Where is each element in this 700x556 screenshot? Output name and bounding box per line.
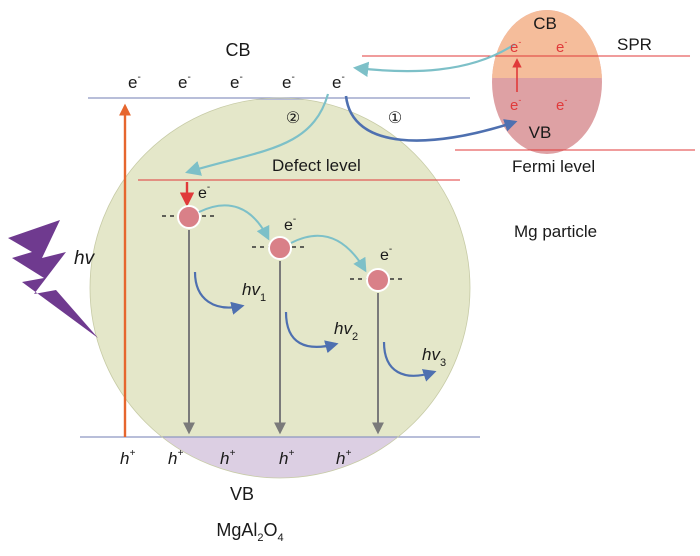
cb-label: CB <box>225 40 250 60</box>
emission-arrow-2 <box>284 311 339 354</box>
hop-arrow-1 <box>198 204 270 241</box>
cb-electron: e- <box>178 72 191 92</box>
vb-holes: h+ h+ h+ h+ h+ <box>120 448 351 468</box>
path-2-arrow <box>185 93 330 176</box>
cb-electron: e- <box>230 72 243 92</box>
spr-label: SPR <box>617 35 652 54</box>
material-label: MgAl2O4 <box>216 520 283 544</box>
excitation-hv-label: hv <box>74 248 96 269</box>
defect-electron: e- <box>198 182 210 202</box>
particle-cb-electron: e- <box>510 37 521 56</box>
path-1-arrow <box>344 95 518 142</box>
trapped-electron-dot <box>268 236 292 260</box>
defect-state-3: e- <box>350 244 404 292</box>
cb-electrons: e- e- e- e- e- <box>128 72 345 92</box>
particle-transfer-arrow <box>352 43 516 78</box>
particle-electrons: e- e- e- e- <box>510 37 567 114</box>
defect-electron: e- <box>284 214 296 234</box>
cb-cap <box>80 90 480 98</box>
hop-arrow-2 <box>290 234 367 273</box>
emission-label-2: hv2 <box>334 319 358 343</box>
fermi-level-label: Fermi level <box>512 157 595 176</box>
emission-label-3: hv3 <box>422 345 446 369</box>
lightning-bolt-icon <box>8 220 98 338</box>
cb-electron: e- <box>282 72 295 92</box>
cb-electron: e- <box>332 72 345 92</box>
vb-hole: h+ <box>120 448 135 468</box>
vb-hole: h+ <box>336 448 351 468</box>
particle-cb-electron: e- <box>556 37 567 56</box>
defect-state-1: e- <box>162 182 216 229</box>
mg-particle-label: Mg particle <box>514 222 597 241</box>
defect-electron: e- <box>380 244 392 264</box>
path-2-marker: ② <box>286 110 300 127</box>
emission-arrow-1 <box>193 271 245 315</box>
emission-arrow-3 <box>382 341 437 382</box>
particle-cb-label: CB <box>533 14 557 33</box>
emission-label-1: hv1 <box>242 280 266 304</box>
defect-level-label: Defect level <box>272 156 361 175</box>
particle-vb-label: VB <box>529 123 552 142</box>
particle-vb-electron: e- <box>556 95 567 114</box>
vb-hole: h+ <box>220 448 235 468</box>
defect-state-2: e- <box>252 214 306 260</box>
vb-hole: h+ <box>168 448 183 468</box>
trapped-electron-dot <box>366 268 390 292</box>
particle-vb-electron: e- <box>510 95 521 114</box>
cb-electron: e- <box>128 72 141 92</box>
trapped-electron-dot <box>177 205 201 229</box>
path-1-marker: ① <box>388 110 402 127</box>
vb-label: VB <box>230 484 254 504</box>
vb-hole: h+ <box>279 448 294 468</box>
